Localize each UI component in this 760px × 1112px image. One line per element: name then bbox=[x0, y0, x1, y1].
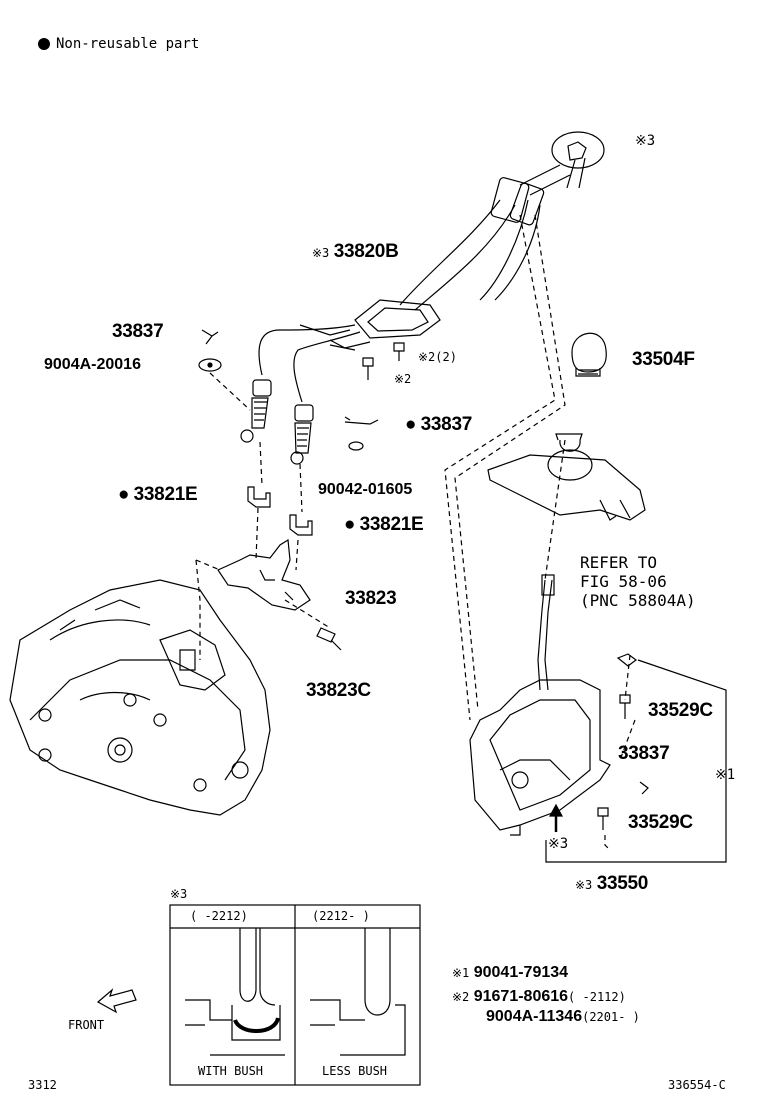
retaining-clip-33837-top bbox=[201, 329, 219, 345]
note-x2-second-range: (2201- ) bbox=[582, 1010, 640, 1024]
up-arrow-icon bbox=[548, 803, 564, 832]
detail-col-right-caption: LESS BUSH bbox=[322, 1064, 388, 1078]
front-arrow-icon bbox=[96, 988, 137, 1014]
part-33821E-left-mark: ● bbox=[118, 484, 130, 505]
front-label: FRONT bbox=[68, 1018, 105, 1032]
mark-x3-top: ※3 bbox=[635, 133, 656, 149]
bolts-top bbox=[362, 342, 405, 380]
part-9004A-20016: 9004A-20016 bbox=[44, 356, 141, 373]
part-33821E-left: ● 33821E bbox=[118, 484, 198, 506]
part-33504F: 33504F bbox=[632, 349, 695, 370]
console-cover bbox=[487, 433, 646, 521]
detail-col-left-caption: WITH BUSH bbox=[198, 1064, 264, 1078]
bushing-33821E-right bbox=[289, 514, 313, 536]
shift-knob-33504F bbox=[571, 332, 607, 377]
note-x2-range: ( -2112) bbox=[568, 990, 626, 1004]
note-x2-number: 91671-80616 bbox=[473, 988, 569, 1005]
mark-x3-arrow: ※3 bbox=[548, 836, 569, 852]
shift-cable-assembly bbox=[258, 164, 571, 403]
part-33550-mark: ※3 bbox=[575, 878, 593, 892]
cable-end-right bbox=[290, 404, 314, 465]
shift-lever-assembly-33550 bbox=[469, 574, 611, 836]
note-x2: ※2 91671-80616( -2112) bbox=[452, 988, 626, 1006]
bracket-33823 bbox=[217, 538, 311, 611]
reference-line-1: REFER TO bbox=[580, 553, 658, 572]
part-33837-top: 33837 bbox=[112, 321, 164, 342]
note-x2-second: 9004A-11346(2201- ) bbox=[486, 1008, 640, 1026]
footer-right: 336554-C bbox=[668, 1078, 726, 1092]
bolt-33529C-bottom bbox=[597, 807, 609, 830]
washer-9004A-20016 bbox=[198, 358, 222, 372]
part-33529C-top: 33529C bbox=[648, 700, 713, 721]
part-33820B: ※3 33820B bbox=[312, 241, 399, 263]
part-90042-01605: 90042-01605 bbox=[318, 481, 413, 498]
reference-note: REFER TO FIG 58-06 (PNC 58804A) bbox=[580, 553, 696, 610]
dashed-leaders bbox=[195, 214, 636, 851]
detail-box-mark: ※3 bbox=[170, 887, 188, 901]
part-33821E-right: ● 33821E bbox=[344, 514, 424, 536]
nut-plate bbox=[616, 653, 637, 667]
part-33820B-number: 33820B bbox=[333, 241, 399, 262]
mark-x1-side: ※1 bbox=[715, 767, 736, 783]
cable-end-plate bbox=[551, 131, 605, 189]
part-33821E-left-number: 33821E bbox=[133, 484, 198, 505]
part-33529C-bottom: 33529C bbox=[628, 812, 693, 833]
note-x1-mark: ※1 bbox=[452, 966, 470, 980]
detail-col-right-header: (2212- ) bbox=[312, 909, 370, 923]
bolt-33529C-top bbox=[619, 694, 631, 719]
part-33837-clip-mark: ● bbox=[405, 414, 417, 435]
part-33550: ※3 33550 bbox=[575, 873, 648, 895]
part-33821E-right-mark: ● bbox=[344, 514, 356, 535]
detail-box bbox=[169, 904, 421, 1086]
cable-end-left bbox=[240, 379, 272, 443]
transmission-case bbox=[9, 579, 271, 816]
reference-line-3: (PNC 58804A) bbox=[580, 591, 696, 610]
note-x1-number: 90041-79134 bbox=[473, 964, 569, 981]
bolt-mark-b: ※2 bbox=[394, 372, 412, 386]
part-33837-clip-number: 33837 bbox=[420, 414, 473, 435]
note-x2-mark: ※2 bbox=[452, 990, 470, 1004]
part-33550-number: 33550 bbox=[596, 873, 649, 894]
bolt-33823C bbox=[316, 627, 342, 651]
part-33823C: 33823C bbox=[306, 680, 371, 701]
detail-col-left-header: ( -2212) bbox=[190, 909, 248, 923]
clip-pin-33837 bbox=[344, 416, 379, 425]
x1-bracket bbox=[545, 659, 727, 863]
clip-33837-lower bbox=[639, 781, 649, 795]
reference-line-2: FIG 58-06 bbox=[580, 572, 667, 591]
part-33821E-right-number: 33821E bbox=[359, 514, 424, 535]
bushing-33821E-left bbox=[247, 486, 271, 508]
part-33837-clip: ● 33837 bbox=[405, 414, 472, 436]
legend-text: Non-reusable part bbox=[56, 36, 200, 52]
nut-90042-01605 bbox=[348, 441, 364, 451]
bolt-mark-a: ※2(2) bbox=[418, 350, 457, 364]
part-33837-lower: 33837 bbox=[618, 743, 670, 764]
bullet-dot-icon bbox=[38, 38, 50, 50]
part-33820B-mark: ※3 bbox=[312, 246, 330, 260]
part-33823: 33823 bbox=[345, 588, 397, 609]
footer-left: 3312 bbox=[28, 1078, 57, 1092]
note-x2-second-number: 9004A-11346 bbox=[486, 1008, 583, 1025]
note-x1: ※1 90041-79134 bbox=[452, 964, 568, 982]
